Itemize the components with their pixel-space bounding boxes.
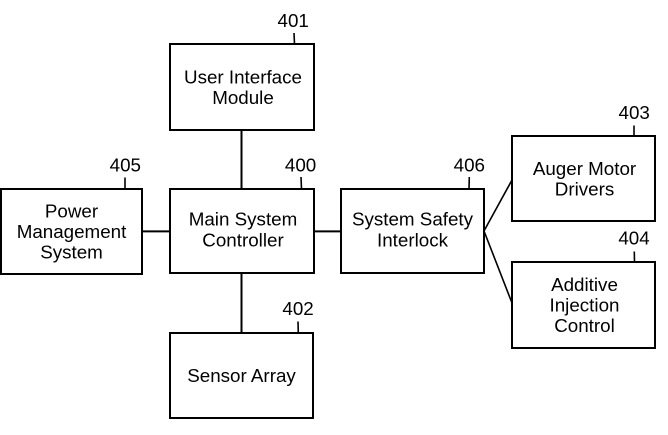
- svg-text:405: 405: [110, 155, 141, 176]
- svg-text:400: 400: [285, 155, 316, 176]
- svg-text:406: 406: [454, 155, 485, 176]
- svg-text:401: 401: [278, 10, 309, 31]
- svg-text:Module: Module: [212, 87, 274, 108]
- svg-text:Power: Power: [45, 200, 98, 221]
- svg-text:Auger Motor: Auger Motor: [533, 158, 636, 179]
- svg-text:Main System: Main System: [189, 209, 298, 230]
- svg-text:Control: Control: [554, 315, 615, 336]
- svg-text:403: 403: [619, 102, 650, 123]
- svg-text:System: System: [40, 242, 103, 263]
- svg-text:User Interface: User Interface: [184, 67, 302, 88]
- svg-text:Injection: Injection: [550, 294, 620, 315]
- svg-text:Additive: Additive: [551, 274, 618, 295]
- svg-text:Sensor Array: Sensor Array: [187, 365, 296, 386]
- svg-text:Management: Management: [17, 221, 127, 242]
- svg-text:Controller: Controller: [202, 229, 283, 250]
- svg-text:Drivers: Drivers: [555, 178, 614, 199]
- svg-text:402: 402: [282, 298, 313, 319]
- svg-text:404: 404: [618, 228, 649, 249]
- svg-text:System Safety: System Safety: [352, 209, 474, 230]
- svg-text:Interlock: Interlock: [377, 229, 449, 250]
